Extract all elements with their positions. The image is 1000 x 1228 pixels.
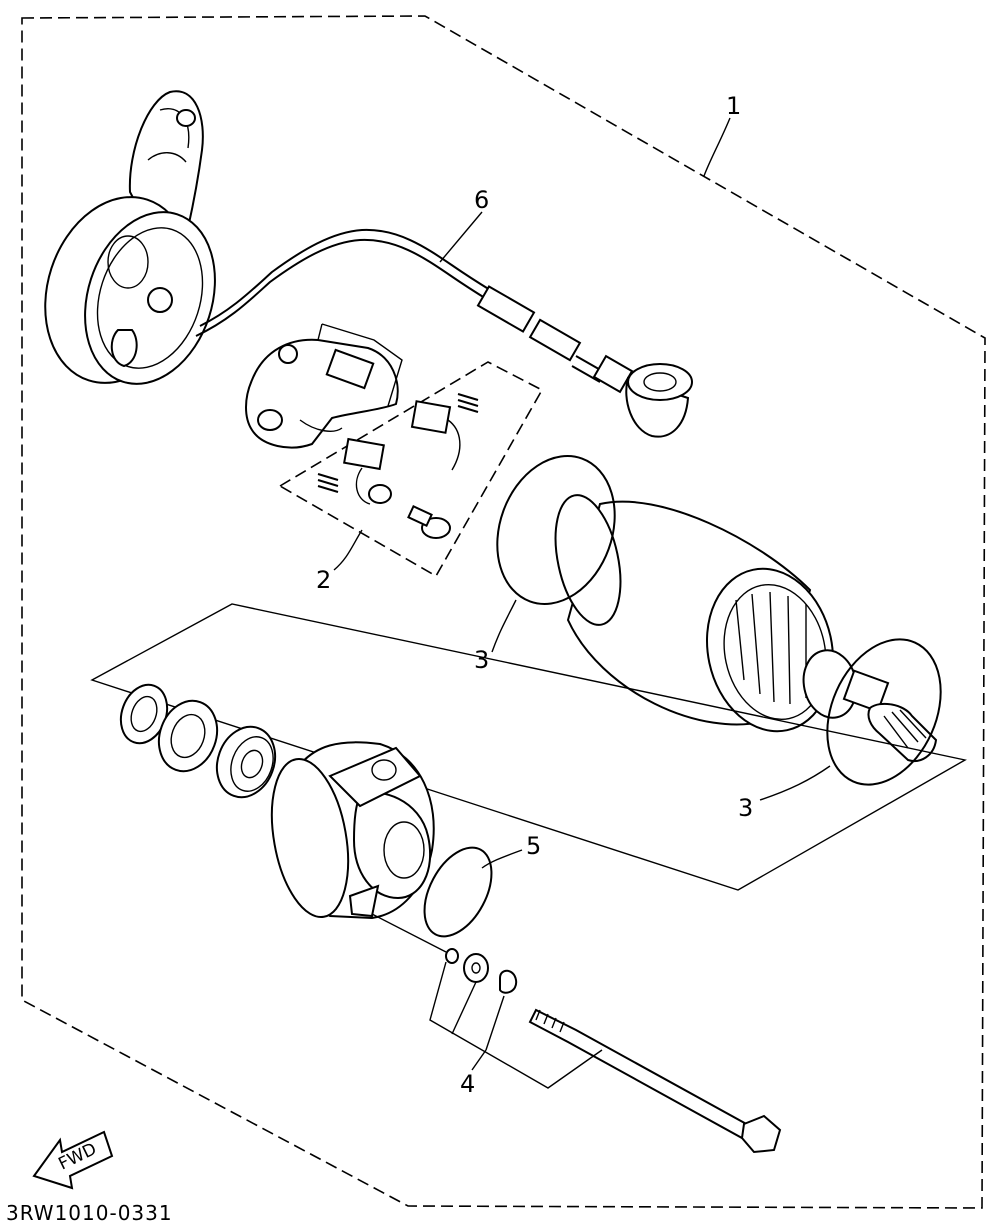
leader-3a <box>491 599 517 653</box>
callout-3-front: 3 <box>474 646 489 674</box>
yoke-armature <box>554 494 938 762</box>
drawing-code: 3RW1010-0331 <box>6 1201 173 1225</box>
leader-4b <box>485 995 505 1051</box>
leader-1 <box>703 117 731 177</box>
leader-5 <box>439 211 483 263</box>
fwd-arrow: FWD <box>32 1130 114 1190</box>
front-cover-boundary <box>90 603 967 891</box>
starter-lead-cable <box>195 228 693 438</box>
brush-holder <box>245 323 403 449</box>
brush-set-boundary <box>278 361 544 578</box>
washer-plate <box>157 699 219 773</box>
o-ring-yoke-rear <box>826 638 942 786</box>
leader-3b <box>759 765 831 801</box>
callout-4: 4 <box>460 1070 475 1098</box>
through-bolt <box>528 1008 782 1154</box>
leader-2 <box>333 529 363 571</box>
o-ring-front-cover <box>423 846 493 938</box>
callout-1: 1 <box>726 92 741 120</box>
leader-6 <box>481 849 523 869</box>
bearing <box>215 725 277 799</box>
leader-4a <box>451 981 477 1035</box>
callout-2: 2 <box>316 566 331 594</box>
leader-4 <box>471 1049 487 1071</box>
washer-set-bracket <box>429 961 603 1089</box>
brush-set <box>317 393 479 539</box>
front-cover <box>270 741 435 920</box>
leader-cover <box>371 913 447 953</box>
rear-cover <box>44 90 216 385</box>
washer-set <box>445 948 518 994</box>
assembly-boundary <box>21 15 986 1209</box>
callout-3-rear: 3 <box>738 794 753 822</box>
o-ring-yoke-front <box>496 455 616 605</box>
callout-5: 6 <box>474 186 489 214</box>
callout-6: 5 <box>526 832 541 860</box>
